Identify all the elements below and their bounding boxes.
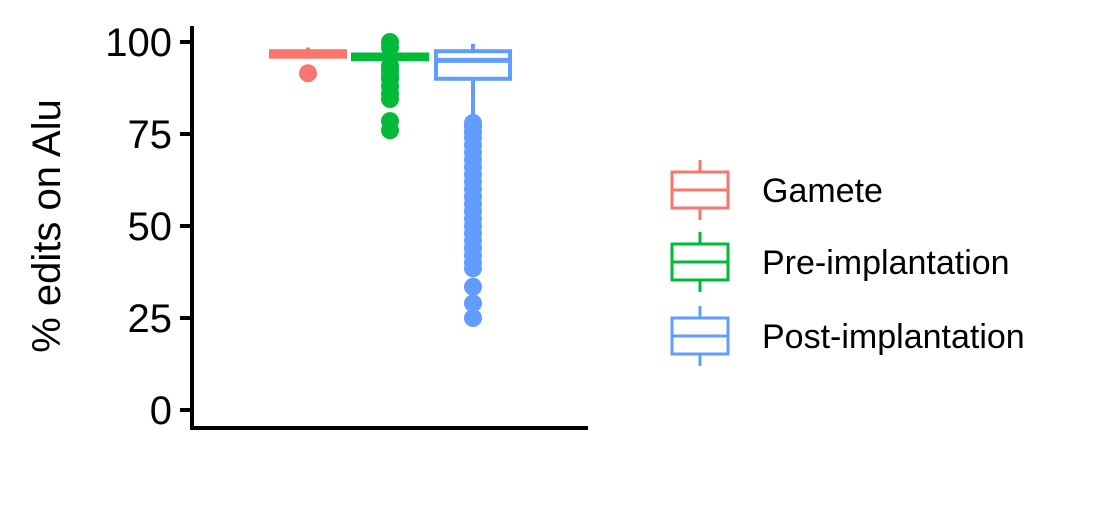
box-pre-implantation <box>351 33 429 140</box>
outlier-point <box>464 294 482 313</box>
y-tick-label: 25 <box>128 297 173 341</box>
legend-item-pre-implantation: Pre-implantation <box>670 232 1010 292</box>
legend-item-gamete: Gamete <box>670 160 883 220</box>
axes: 0 25 50 75 100 % edits on Alu <box>25 21 588 433</box>
y-tick-label: 100 <box>105 21 172 65</box>
outlier-point <box>381 121 399 140</box>
y-tick-label: 50 <box>128 205 173 249</box>
legend-label: Pre-implantation <box>762 244 1010 282</box>
legend-item-post-implantation: Post-implantation <box>670 306 1025 366</box>
outlier-point <box>381 90 399 109</box>
box-body <box>434 49 512 81</box>
y-tick-label: 75 <box>128 113 173 157</box>
outlier-point <box>464 309 482 327</box>
outlier-point <box>464 259 482 278</box>
y-axis-title: % edits on Alu <box>25 99 69 353</box>
outlier-point <box>299 64 317 83</box>
y-tick-label: 0 <box>150 389 172 433</box>
legend-label: Gamete <box>762 172 883 210</box>
legend-label: Post-implantation <box>762 318 1025 356</box>
boxes <box>269 33 512 327</box>
outlier-point <box>381 38 399 57</box>
box-post-implantation <box>434 43 512 327</box>
outlier-point <box>464 277 482 296</box>
box-gamete <box>269 47 347 83</box>
